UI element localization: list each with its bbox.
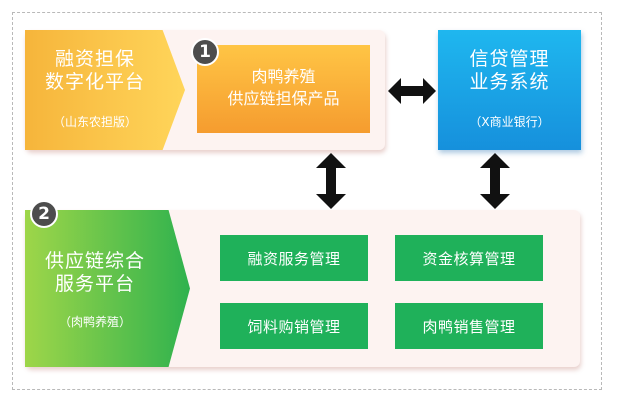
horizontal-arrow-icon bbox=[388, 78, 436, 104]
module-duck-sales: 肉鸭销售管理 bbox=[395, 303, 543, 349]
vertical-arrow-icon bbox=[316, 153, 346, 209]
bank-credit-system-box: 信贷管理 业务系统 （X商业银行） bbox=[438, 30, 581, 150]
vertical-arrow-icon bbox=[480, 153, 510, 209]
bank-system-subtitle: （X商业银行） bbox=[469, 115, 550, 129]
supply-chain-subtitle: （肉鸭养殖） bbox=[58, 315, 131, 329]
guarantee-product-box: 肉鸭养殖 供应链担保产品 bbox=[197, 45, 370, 133]
guarantee-platform-title: 融资担保 数字化平台 bbox=[44, 48, 145, 93]
guarantee-platform-subtitle: （山东农担版） bbox=[52, 115, 137, 129]
number-marker-2: 2 bbox=[30, 200, 58, 228]
module-feed-trading: 饲料购销管理 bbox=[220, 303, 368, 349]
bank-system-title: 信贷管理 业务系统 bbox=[469, 48, 550, 93]
supply-chain-title: 供应链综合 服务平台 bbox=[44, 250, 145, 295]
guarantee-platform-chevron: 融资担保 数字化平台 （山东农担版） bbox=[25, 30, 185, 150]
module-fund-accounting: 资金核算管理 bbox=[395, 235, 543, 281]
number-marker-1: 1 bbox=[191, 38, 219, 66]
supply-chain-chevron: 供应链综合 服务平台 （肉鸭养殖） bbox=[25, 210, 190, 367]
module-financing-service: 融资服务管理 bbox=[220, 235, 368, 281]
dashed-frame bbox=[12, 12, 602, 390]
